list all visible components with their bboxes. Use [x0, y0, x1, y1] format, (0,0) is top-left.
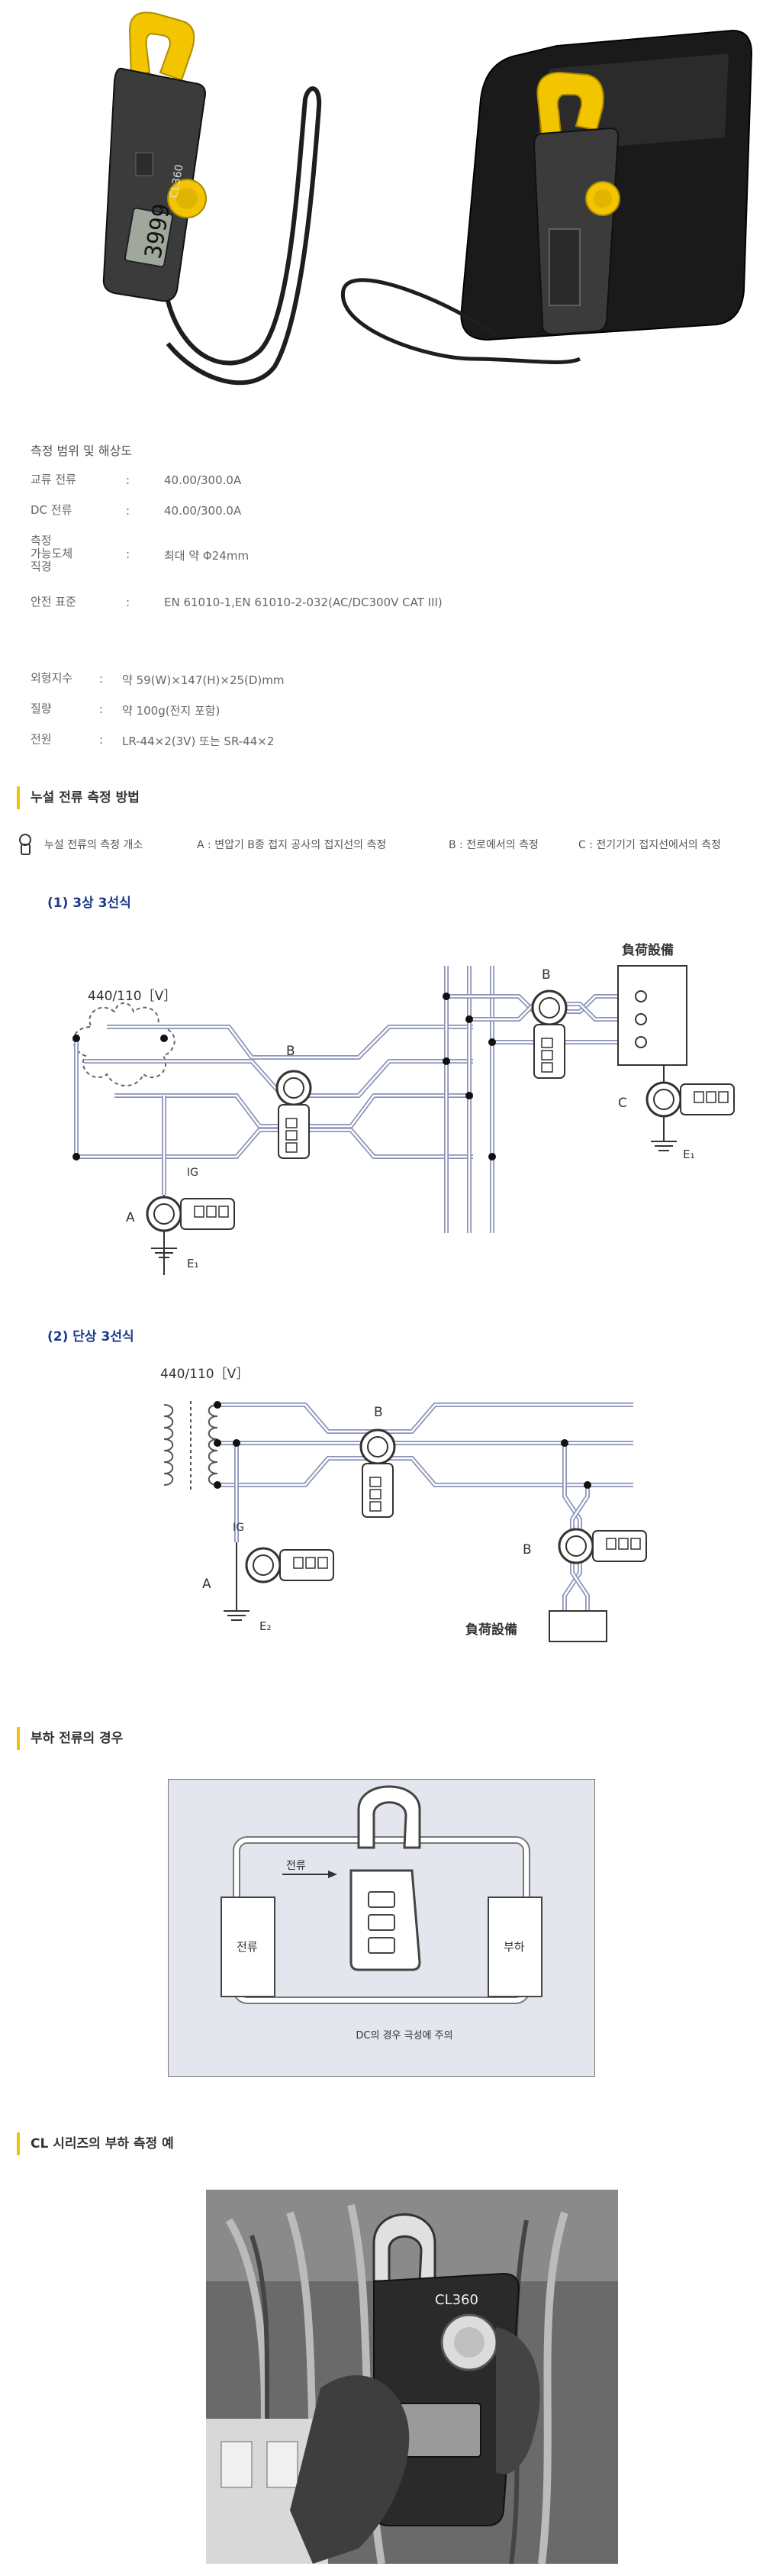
spec-sep: :: [99, 702, 104, 716]
spec-value: 40.00/300.0A: [164, 473, 242, 487]
legend-b: B : 전로에서의 측정: [449, 839, 539, 851]
diagram2-title: (2) 단상 3선식: [47, 1329, 134, 1344]
spec-key: 교류 전류: [31, 473, 76, 486]
diagram2-label-b1: B: [374, 1405, 383, 1420]
diagram1-label-a: A: [126, 1210, 135, 1225]
diagram1-voltage: 440/110［V］: [88, 989, 176, 1004]
spec-row: 안전 표준 : EN 61010-1,EN 61010-2-032(AC/DC3…: [31, 596, 717, 611]
spec-sep: :: [126, 596, 130, 609]
legend-c: C : 전기기기 접지선에서의 측정: [578, 839, 721, 851]
clamp-meter-with-case-photo: [341, 29, 753, 364]
clamp-meter-icon: [19, 834, 31, 855]
clamp-meter-photo: 3999 CL360: [102, 11, 322, 386]
section-title-leak: 누설 전류 측정 방법: [17, 786, 140, 809]
product-photos: 3999 CL360: [102, 11, 753, 386]
spec-sep: :: [99, 672, 104, 686]
diagram1-e1: E₁: [187, 1257, 199, 1270]
legend-row: 누설 전류의 측정 개소 A : 변압기 B종 접지 공사의 접지선의 측정 B…: [15, 832, 748, 855]
diagram1-load: 負荷設備: [622, 942, 674, 958]
diagram2-label-a: A: [202, 1577, 211, 1592]
diagram1-label-b1: B: [286, 1044, 295, 1059]
spec-key: 전원: [31, 732, 52, 746]
spec-row: 질량 : 약 100g(전지 포함): [31, 702, 717, 718]
diagram2-label-b2: B: [523, 1542, 532, 1558]
spec-value: 약 100g(전지 포함): [122, 704, 221, 718]
example-brand: CL360: [435, 2292, 478, 2308]
load-box: [617, 965, 687, 1066]
diagram2-ig: IG: [233, 1522, 244, 1534]
brand-label: CL360: [168, 163, 185, 199]
spec-row: 교류 전류 : 40.00/300.0A: [31, 473, 717, 489]
spec-row: 외형지수 : 약 59(W)×147(H)×25(D)mm: [31, 671, 717, 688]
spec-key: 외형지수: [31, 671, 73, 685]
section-title-load: 부하 전류의 경우: [17, 1727, 123, 1750]
diagram2-load: 負荷設備: [465, 1622, 517, 1638]
legend-intro: 누설 전류의 측정 개소: [44, 839, 143, 851]
three-phase-diagram: 440/110［V］ 負荷設備 B B C A: [72, 942, 736, 1275]
spec-sep: :: [126, 547, 130, 561]
diagram2-voltage: 440/110［V］: [160, 1367, 249, 1382]
measurement-example-photo: CL360: [206, 2190, 618, 2564]
spec-key: 측정 가능도체 직경: [31, 534, 73, 573]
load-current-diagram: 전류 전류 부하 DC의 경우 극성에 주의: [168, 1779, 595, 2077]
spec-row: 전원 : LR-44×2(3V) 또는 SR-44×2: [31, 732, 717, 749]
spec-row: DC 전류 : 40.00/300.0A: [31, 504, 717, 519]
spec-value: EN 61010-1,EN 61010-2-032(AC/DC300V CAT …: [164, 596, 443, 609]
spec-row: 측정 가능도체 직경 : 최대 약 Φ24mm: [31, 534, 717, 580]
spec-sep: :: [126, 473, 130, 487]
source-label: 전류: [237, 1940, 258, 1954]
load-caption: DC의 경우 극성에 주의: [356, 2030, 452, 2042]
spec-key: DC 전류: [31, 503, 72, 517]
diagram1-e1b: E₁: [683, 1148, 695, 1161]
diagram2-e2: E₂: [259, 1619, 272, 1633]
single-phase-diagram: 440/110［V］ 負荷設備 B B A IG E₂: [160, 1367, 648, 1642]
spec-sep: :: [126, 504, 130, 518]
legend-a: A : 변압기 B종 접지 공사의 접지선의 측정: [197, 839, 387, 851]
diagram1-title: (1) 3상 3선식: [47, 896, 131, 911]
diagram1-label-c: C: [618, 1096, 627, 1111]
spec-key: 안전 표준: [31, 595, 76, 608]
section-title-example: CL 시리즈의 부하 측정 예: [17, 2132, 174, 2155]
spec-key: 질량: [31, 702, 52, 715]
specs-title: 측정 범위 및 해상도: [31, 444, 133, 458]
current-arrow-label: 전류: [286, 1860, 306, 1872]
load-box: [549, 1610, 607, 1642]
spec-value: 40.00/300.0A: [164, 504, 242, 518]
diagram1-label-b2: B: [542, 967, 551, 983]
spec-sep: :: [99, 733, 104, 747]
spec-value: 최대 약 Φ24mm: [164, 549, 250, 563]
spec-value: 약 59(W)×147(H)×25(D)mm: [122, 673, 285, 687]
spec-value: LR-44×2(3V) 또는 SR-44×2: [122, 734, 275, 748]
load-label: 부하: [504, 1940, 525, 1954]
diagram1-ig: IG: [187, 1167, 198, 1179]
